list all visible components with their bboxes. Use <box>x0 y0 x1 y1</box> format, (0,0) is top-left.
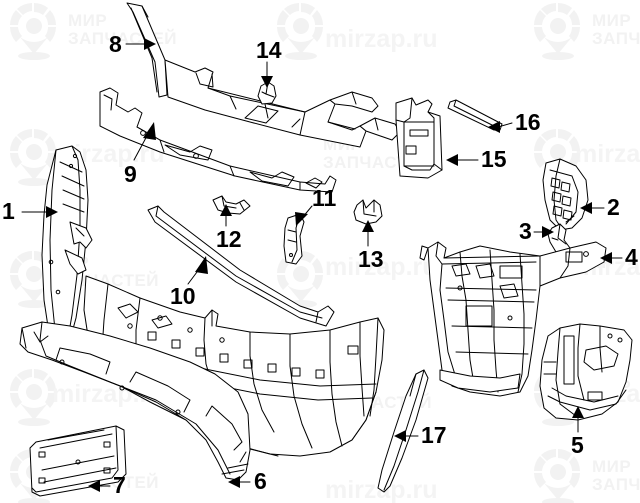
part-5-lower-air-deflector <box>539 323 633 421</box>
callout-11[interactable]: 11 <box>312 185 337 211</box>
part-15-air-guide-duct <box>395 97 443 179</box>
part-1-bumper-cover-side-bracket-left <box>41 145 93 341</box>
callout-14[interactable]: 14 <box>256 37 282 63</box>
part-8-upper-reinforcement-stay <box>126 2 168 98</box>
part-4-radiator-support-bracket <box>419 241 607 397</box>
part-7-license-plate-bracket <box>29 425 127 497</box>
callout-1[interactable]: 1 <box>2 198 15 224</box>
part-9-bumper-reinforcement-beam <box>99 87 337 193</box>
callout-5[interactable]: 5 <box>571 432 584 458</box>
part-2-fog-lamp-bezel-right <box>542 158 589 231</box>
callout-2[interactable]: 2 <box>607 194 620 220</box>
part-12-retainer-clip-upper <box>212 195 251 215</box>
callout-3[interactable]: 3 <box>519 218 532 244</box>
callout-leaders <box>21 38 623 492</box>
part-11-side-mounting-bracket <box>283 213 305 265</box>
callout-9[interactable]: 9 <box>124 161 137 187</box>
callout-4[interactable]: 4 <box>625 244 638 270</box>
callout-8[interactable]: 8 <box>109 31 122 57</box>
part-10-lower-reinforcement-bar <box>147 205 335 327</box>
callout-12[interactable]: 12 <box>216 226 242 252</box>
callout-6[interactable]: 6 <box>254 468 267 494</box>
callout-13[interactable]: 13 <box>358 246 384 272</box>
callout-10[interactable]: 10 <box>170 283 196 309</box>
part-upper-crossmember <box>164 59 401 148</box>
callout-16[interactable]: 16 <box>515 109 541 135</box>
part-13-retainer-clip-lower <box>353 199 383 225</box>
callout-15[interactable]: 15 <box>481 146 507 172</box>
callout-7[interactable]: 7 <box>113 472 126 498</box>
callout-17[interactable]: 17 <box>421 422 447 448</box>
